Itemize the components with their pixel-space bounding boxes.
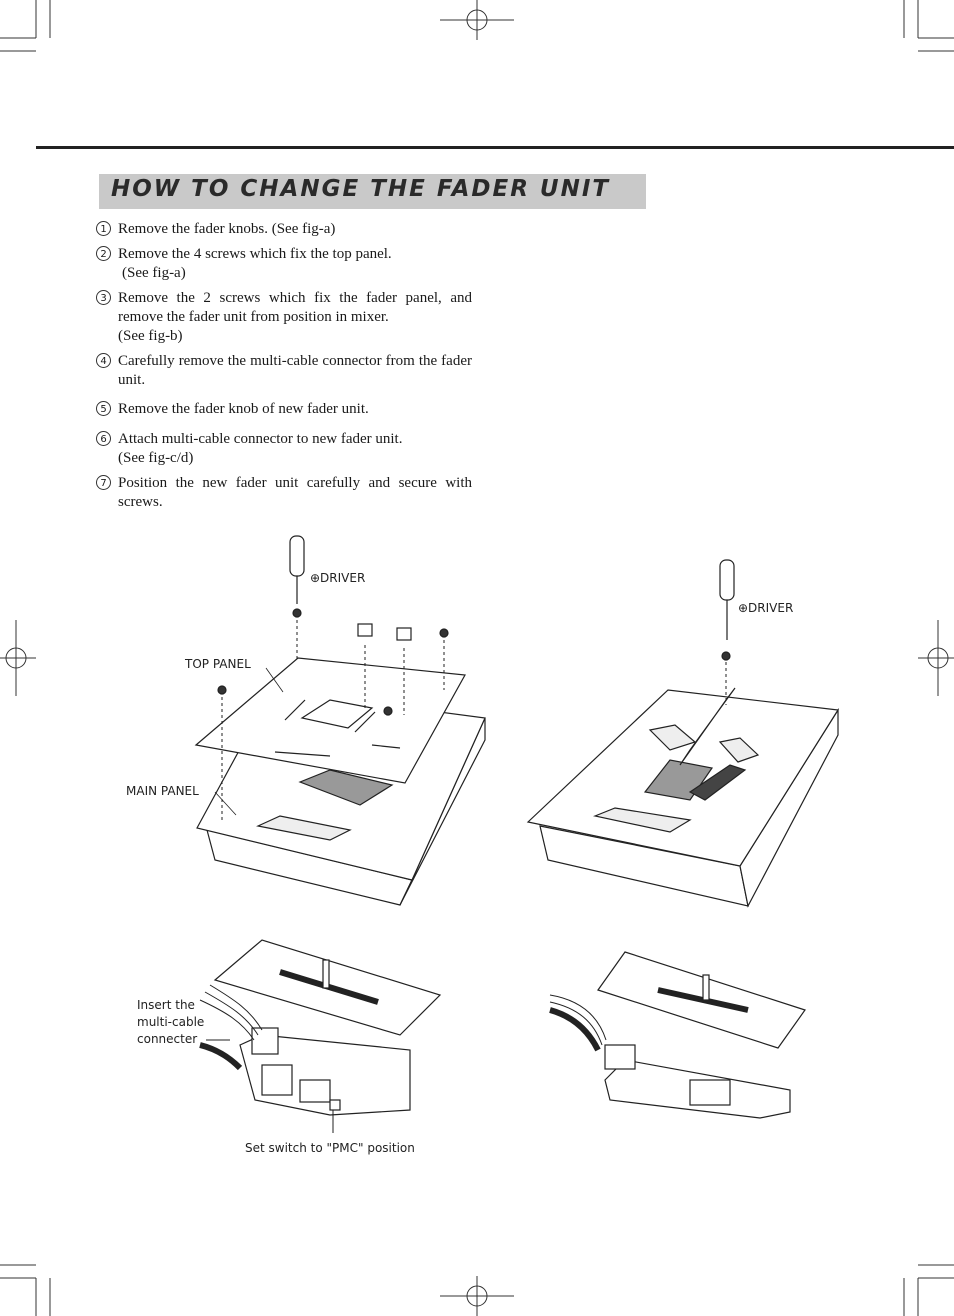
step-text: Carefully remove the multi-cable connect… [118, 353, 472, 388]
step-3: 3 Remove the 2 screws which fix the fade… [96, 289, 472, 346]
driver-label-b: ⊕DRIVER [738, 601, 793, 615]
top-panel-label: TOP PANEL [184, 657, 251, 671]
section-heading-text: HOW TO CHANGE THE FADER UNIT [111, 176, 611, 202]
step-number: 1 [96, 221, 111, 236]
step-text: (See fig-c/d) [118, 450, 194, 466]
step-1: 1 Remove the fader knobs. (See fig-a) [96, 220, 472, 239]
fig-c-fader-unit-connector: Insert the multi-cable connecter Set swi… [137, 939, 442, 1155]
step-number: 7 [96, 475, 111, 490]
step-text: Attach multi-cable connector to new fade… [118, 431, 403, 447]
step-text: (See fig-a) [122, 265, 186, 281]
switch-label: Set switch to "PMC" position [245, 1141, 415, 1155]
step-number: 2 [96, 246, 111, 261]
fig-a-exploded-mixer: ⊕DRIVER TOP PANEL MAIN PANEL [126, 535, 486, 906]
step-number: 5 [96, 401, 111, 416]
step-number: 4 [96, 353, 111, 368]
main-panel-label: MAIN PANEL [126, 784, 199, 798]
step-4: 4 Carefully remove the multi-cable conne… [96, 352, 472, 390]
step-text: (See fig-b) [118, 328, 183, 344]
step-text: Remove the 2 screws which fix the fader … [118, 290, 472, 325]
fig-d-fader-unit-alt [549, 951, 806, 1119]
driver-label: ⊕DRIVER [310, 571, 365, 585]
step-text: Remove the fader knob of new fader unit. [118, 401, 369, 417]
insert-label-2: multi-cable [137, 1015, 204, 1029]
instruction-steps: 1 Remove the fader knobs. (See fig-a) 2 … [96, 220, 472, 518]
step-6: 6 Attach multi-cable connector to new fa… [96, 430, 472, 468]
step-text: Remove the fader knobs. (See fig-a) [118, 221, 336, 237]
insert-label-1: Insert the [137, 998, 195, 1012]
section-heading: HOW TO CHANGE THE FADER UNIT [99, 174, 646, 209]
step-number: 3 [96, 290, 111, 305]
step-5: 5 Remove the fader knob of new fader uni… [96, 400, 472, 419]
step-7: 7 Position the new fader unit carefully … [96, 474, 472, 512]
header-rule [36, 146, 954, 149]
insert-label-3: connecter [137, 1032, 197, 1046]
step-text: Remove the 4 screws which fix the top pa… [118, 246, 392, 262]
step-number: 6 [96, 431, 111, 446]
step-2: 2 Remove the 4 screws which fix the top … [96, 245, 472, 283]
fig-b-mixer-fader-removal: ⊕DRIVER [526, 559, 840, 908]
step-text: Position the new fader unit carefully an… [118, 475, 472, 510]
